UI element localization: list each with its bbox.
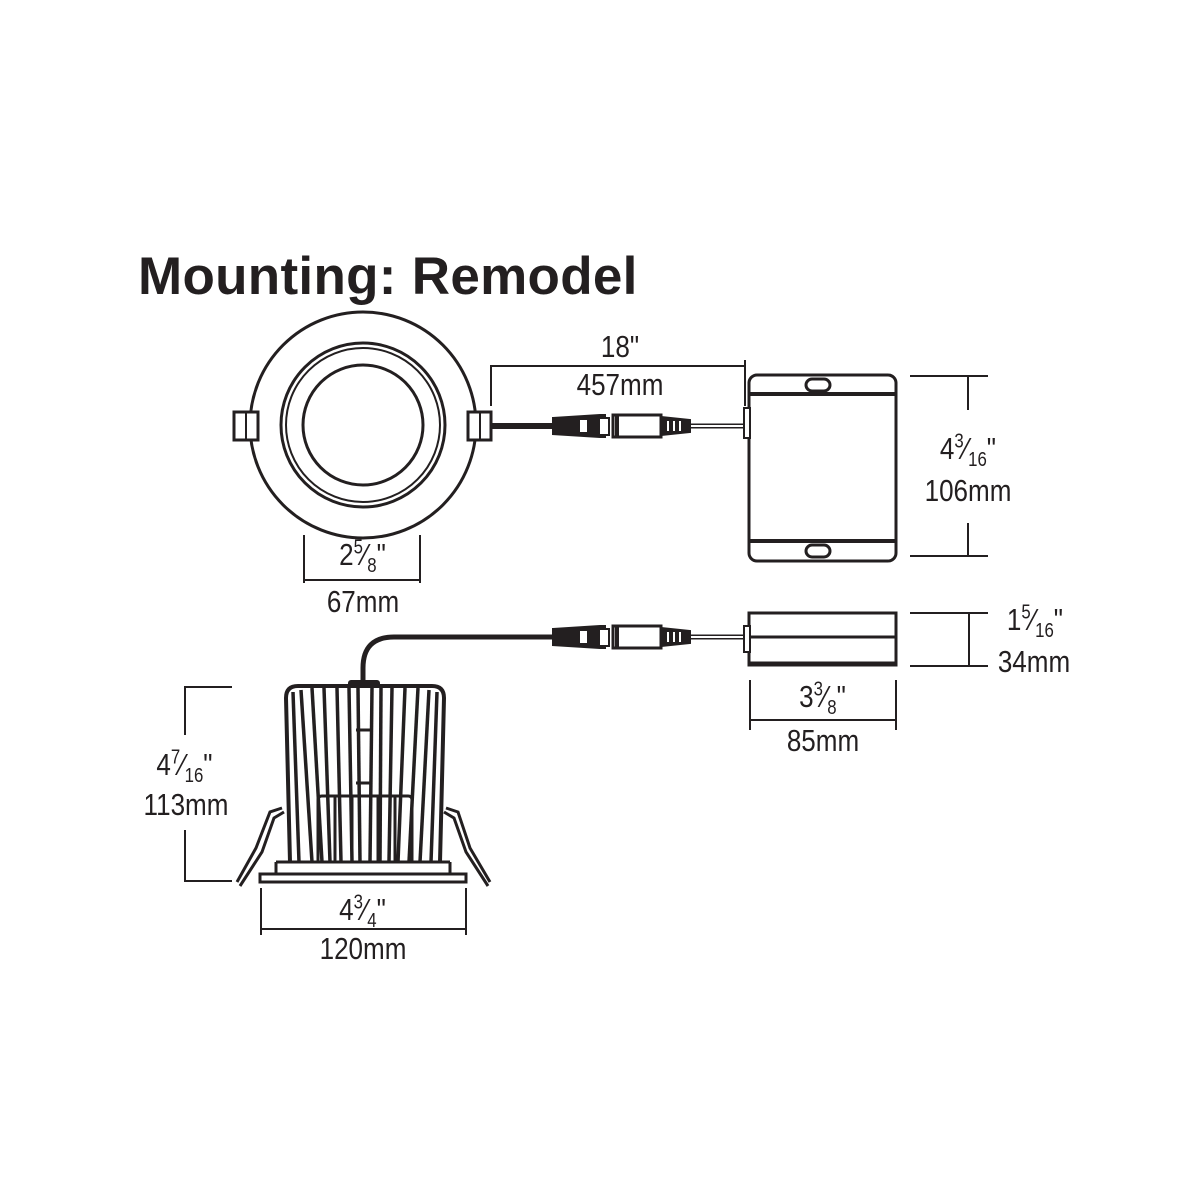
cable-length-dimension-line [490,360,746,406]
box-width-side-imperial: 33⁄8" [799,678,846,720]
junction-box-side-view [743,611,898,667]
box-height-top-metric: 106mm [924,473,1012,508]
right-spring-clip [443,806,492,887]
fixture-top-view [232,310,493,540]
side-cable [360,634,746,685]
aperture-fraction: 5⁄8 [353,536,377,578]
fixture-side-view [235,680,492,887]
fixture-width-metric: 120mm [319,931,407,966]
fixture-width-imperial: 43⁄4" [339,891,386,933]
cable-length-imperial: 18" [600,329,640,364]
trim-inner-ring-inner [285,347,441,503]
aperture-imperial: 25⁄8" [339,536,386,578]
cable-length-metric: 457mm [576,367,664,402]
box-width-side-dimension-line [749,680,897,730]
box-width-side-metric: 85mm [786,723,860,758]
trim-flange [258,872,468,884]
fixture-height-imperial: 47⁄16" [156,746,213,788]
right-mounting-tab [466,410,493,442]
trim-inner-ring-outer [279,341,447,509]
keyhole-slot-bottom [804,543,832,559]
fixture-height-dimension-line [184,686,232,882]
heatsink-inner-step [316,728,414,862]
fixture-width-dimension-line [260,888,467,935]
heatsink-fins [291,687,439,863]
diagram-title: Mounting: Remodel [138,247,638,306]
trim-outer-ring [248,310,478,540]
box-height-side-metric: 34mm [997,644,1071,679]
keyhole-slot-top [804,377,832,393]
aperture-metric: 67mm [326,584,400,619]
aperture-dimension-line [303,535,421,583]
box-height-top-imperial: 43⁄16" [939,430,997,472]
aperture-whole: 2 [339,537,354,572]
fixture-height-metric: 113mm [143,787,229,822]
left-spring-clip [235,806,285,887]
junction-box-top-view [743,373,898,563]
box-height-side-dimension-line [910,612,988,667]
top-quick-connector [552,413,691,439]
side-quick-connector [552,624,691,650]
lens [301,363,425,487]
box-height-top-dimension-line [910,375,988,557]
left-mounting-tab [232,410,260,442]
box-height-side-imperial: 15⁄16" [1006,601,1064,643]
